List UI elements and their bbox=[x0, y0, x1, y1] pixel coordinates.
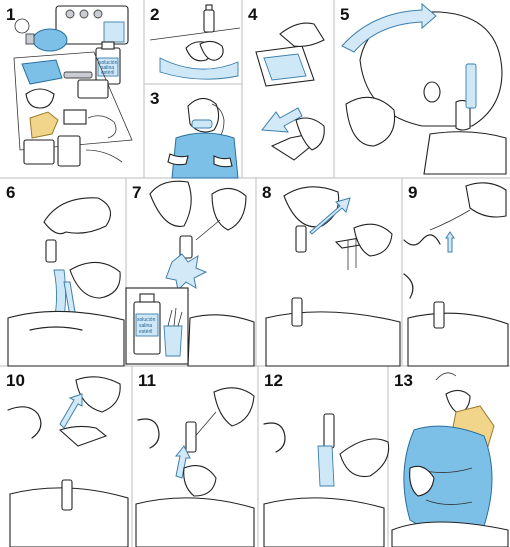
panel-number-13: 13 bbox=[394, 371, 413, 390]
saline-label-line-1: solución bbox=[99, 60, 118, 66]
panel-number-10: 10 bbox=[6, 371, 25, 390]
panel-number-7: 7 bbox=[132, 183, 141, 202]
panel-4: 4 bbox=[248, 5, 325, 161]
panel-3: 3 bbox=[150, 89, 239, 179]
panel-13: 13 bbox=[391, 371, 509, 547]
panel-number-6: 6 bbox=[6, 183, 15, 202]
ambu-bag-icon bbox=[14, 18, 68, 52]
saline-bottle-icon: solución salina estéril bbox=[133, 293, 161, 355]
panel-number-8: 8 bbox=[262, 183, 271, 202]
saline-label-line-1: solución bbox=[137, 317, 156, 323]
panel-10: 10 bbox=[6, 371, 129, 547]
panel-number-4: 4 bbox=[248, 5, 258, 24]
saline-label-line-3: estéril bbox=[139, 329, 152, 335]
panel-12: 12 bbox=[263, 371, 390, 547]
panel-number-5: 5 bbox=[340, 5, 349, 24]
panel-5: 5 bbox=[340, 2, 507, 175]
panel-8: 8 bbox=[262, 183, 401, 367]
panel-number-9: 9 bbox=[408, 183, 417, 202]
panel-2: 2 bbox=[149, 4, 241, 80]
panel-number-12: 12 bbox=[264, 371, 283, 390]
panel-number-3: 3 bbox=[150, 89, 159, 108]
saline-label-line-2: salina bbox=[139, 323, 152, 329]
saline-label-line-3: estéril bbox=[101, 70, 114, 76]
panel-6: 6 bbox=[6, 183, 125, 367]
panel-9: 9 bbox=[403, 182, 509, 367]
panel-1: 1 solución salina estéril bbox=[6, 5, 133, 167]
panel-11: 11 bbox=[135, 371, 255, 547]
panel-number-1: 1 bbox=[6, 5, 15, 24]
panel-7: 7 solución salina estéril bbox=[125, 180, 255, 367]
panel-number-2: 2 bbox=[150, 5, 159, 24]
saline-label-line-2: salina bbox=[101, 65, 114, 71]
saline-bottle-icon: solución salina estéril bbox=[95, 41, 121, 85]
panel-number-11: 11 bbox=[138, 371, 156, 390]
